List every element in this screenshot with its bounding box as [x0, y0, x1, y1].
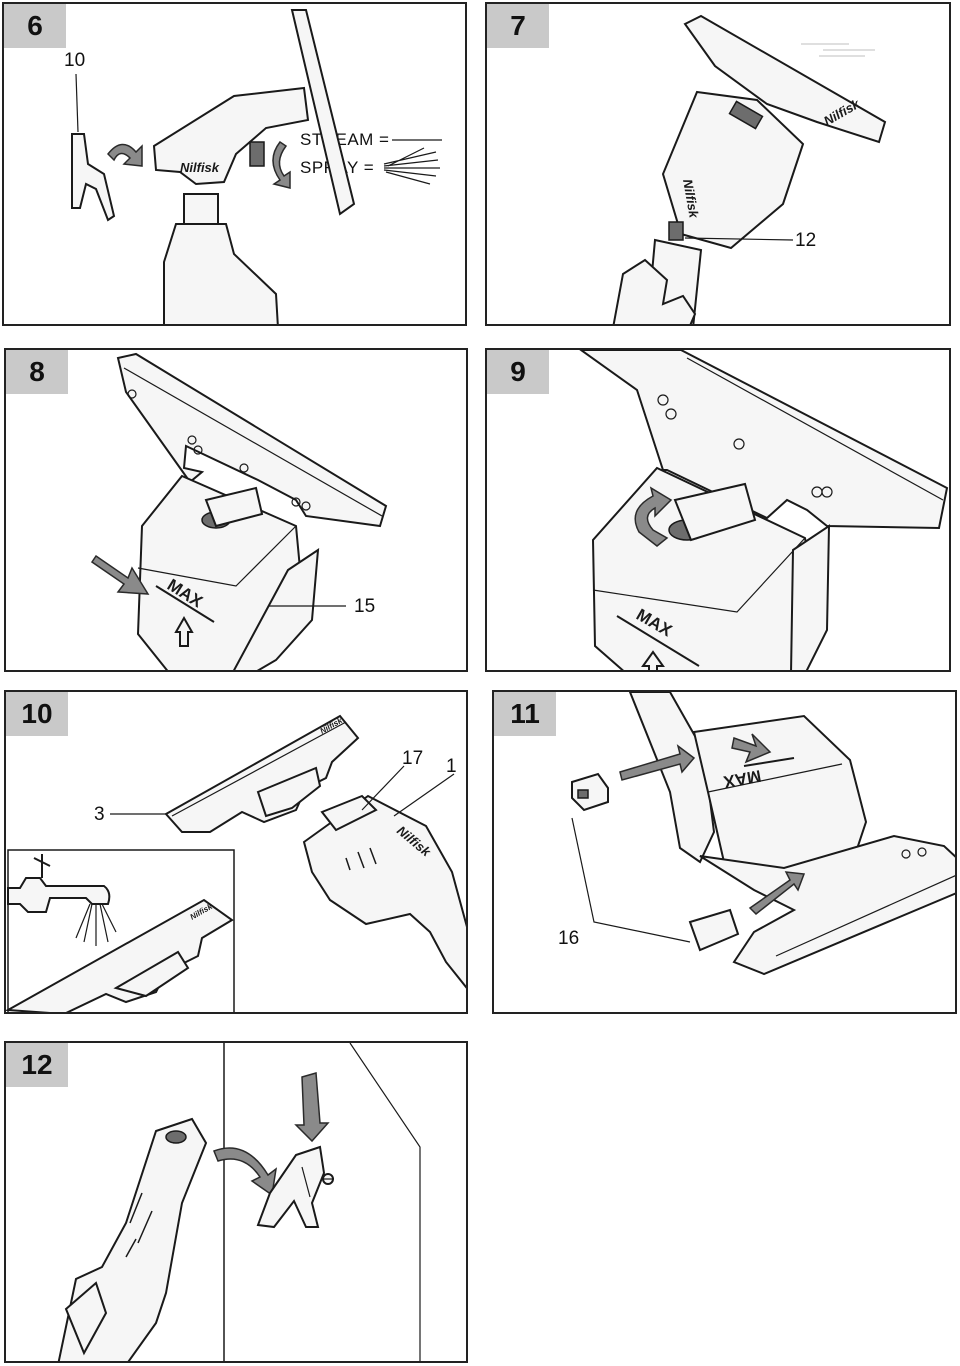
tank-cap-closing-illustration: MAX	[579, 350, 949, 670]
callout-label: 15	[354, 596, 376, 617]
tank-filling-illustration: MAX	[90, 352, 388, 670]
step-number: 6	[4, 4, 66, 48]
spray-bottle-illustration: Nilfisk	[71, 9, 442, 324]
part-removal-illustration: MAX	[571, 692, 955, 976]
window-vac-handle-illustration: Nilfisk Nilfisk	[612, 14, 887, 324]
panel-step-7: 7 12 Nilfisk Nilfisk	[485, 2, 951, 326]
callout-label: 3	[94, 804, 105, 825]
panel-step-6: 6 10 STREAM = SPRAY = Nilfisk	[2, 2, 467, 326]
callout-label: 12	[795, 230, 817, 251]
step-number: 12	[6, 1043, 68, 1087]
wall-bracket-storage-illustration	[57, 1043, 421, 1361]
step-number: 11	[494, 692, 556, 736]
panel-step-9: 9 MAX	[485, 348, 951, 672]
brand-logo: Nilfisk	[180, 160, 220, 175]
callout-label: 10	[64, 50, 86, 71]
panel-step-12: 12	[4, 1041, 468, 1363]
brand-logo: Nilfisk	[680, 178, 702, 220]
step-number: 8	[6, 350, 68, 394]
callout-label: 16	[558, 928, 580, 949]
step-number: 10	[6, 692, 68, 736]
step-number: 9	[487, 350, 549, 394]
panel-step-10: 10 17 1 3 Nilfisk Nilfisk Nilfisk	[4, 690, 468, 1014]
callout-label: 1	[446, 756, 457, 777]
blade-removal-and-rinse-illustration: Nilfisk Nilfisk Nilfisk	[6, 714, 466, 1012]
panel-step-8: 8 15 MAX	[4, 348, 468, 672]
panel-step-11: 11 16 MAX	[492, 690, 957, 1014]
callout-label: 17	[402, 748, 424, 769]
step-number: 7	[487, 4, 549, 48]
